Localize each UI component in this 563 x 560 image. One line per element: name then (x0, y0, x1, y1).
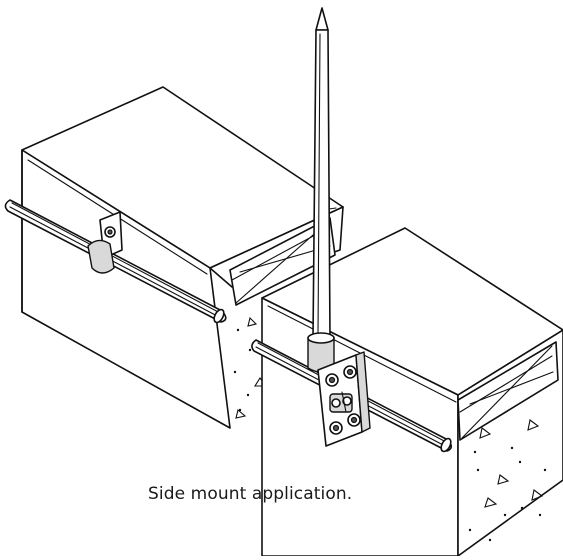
figure-caption: Side mount application. (148, 484, 353, 504)
right-concrete-speckles (468, 419, 547, 542)
right-concrete-block (261, 227, 563, 557)
left-concrete-speckles (233, 316, 268, 419)
air-terminal-rod (307, 7, 335, 373)
left-cable (4, 199, 227, 324)
left-cable-clamp (87, 211, 123, 274)
left-concrete-block (21, 86, 344, 429)
side-mount-bracket (317, 351, 371, 447)
